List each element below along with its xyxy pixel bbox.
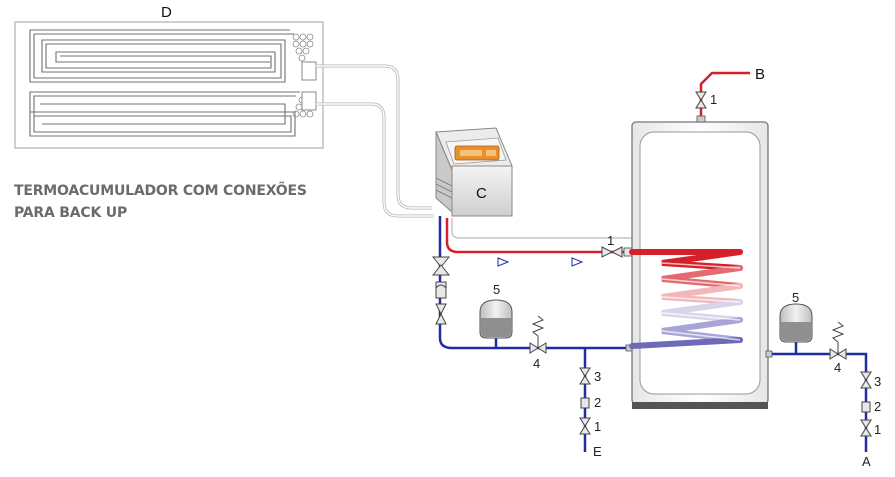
valve-icon	[601, 246, 633, 258]
safety-valve-right-number: 4	[834, 360, 841, 375]
valve-hot-outlet-number: 1	[710, 92, 717, 107]
valve-coil-number: 1	[607, 233, 614, 248]
hot-outlet-label: B	[755, 66, 765, 83]
cold-inlet-label: A	[862, 454, 871, 469]
inlet-2-number: 2	[874, 399, 881, 414]
flow-arrow-icon	[497, 257, 584, 267]
valve-icon	[579, 367, 591, 435]
check-valve-icon	[435, 281, 447, 299]
expansion-tank-icon	[779, 303, 813, 354]
valve-icon	[431, 256, 451, 276]
drain-2-number: 2	[594, 395, 601, 410]
inlet-3-number: 3	[874, 374, 881, 389]
storage-tank	[629, 121, 769, 409]
expansion-tank-left-number: 5	[493, 282, 500, 297]
diagram-caption: TERMOACUMULADOR COM CONEXÕES PARA BACK U…	[14, 183, 307, 221]
solar-collector	[14, 21, 434, 218]
valve-icon	[860, 371, 872, 437]
drain-1-number: 1	[594, 419, 601, 434]
valve-icon	[695, 91, 707, 109]
inlet-1-number: 1	[874, 422, 881, 437]
safety-valve-left-number: 4	[533, 356, 540, 371]
valve-icon	[435, 303, 447, 325]
safety-valve-icon	[829, 321, 847, 360]
drain-3-number: 3	[594, 369, 601, 384]
solar-controller	[435, 127, 513, 217]
expansion-tank-right-number: 5	[792, 290, 799, 305]
expansion-tank-icon	[479, 299, 513, 348]
collector-label: D	[161, 4, 172, 21]
controller-label: C	[476, 185, 487, 202]
safety-valve-icon	[529, 315, 547, 354]
drain-label: E	[593, 444, 602, 459]
